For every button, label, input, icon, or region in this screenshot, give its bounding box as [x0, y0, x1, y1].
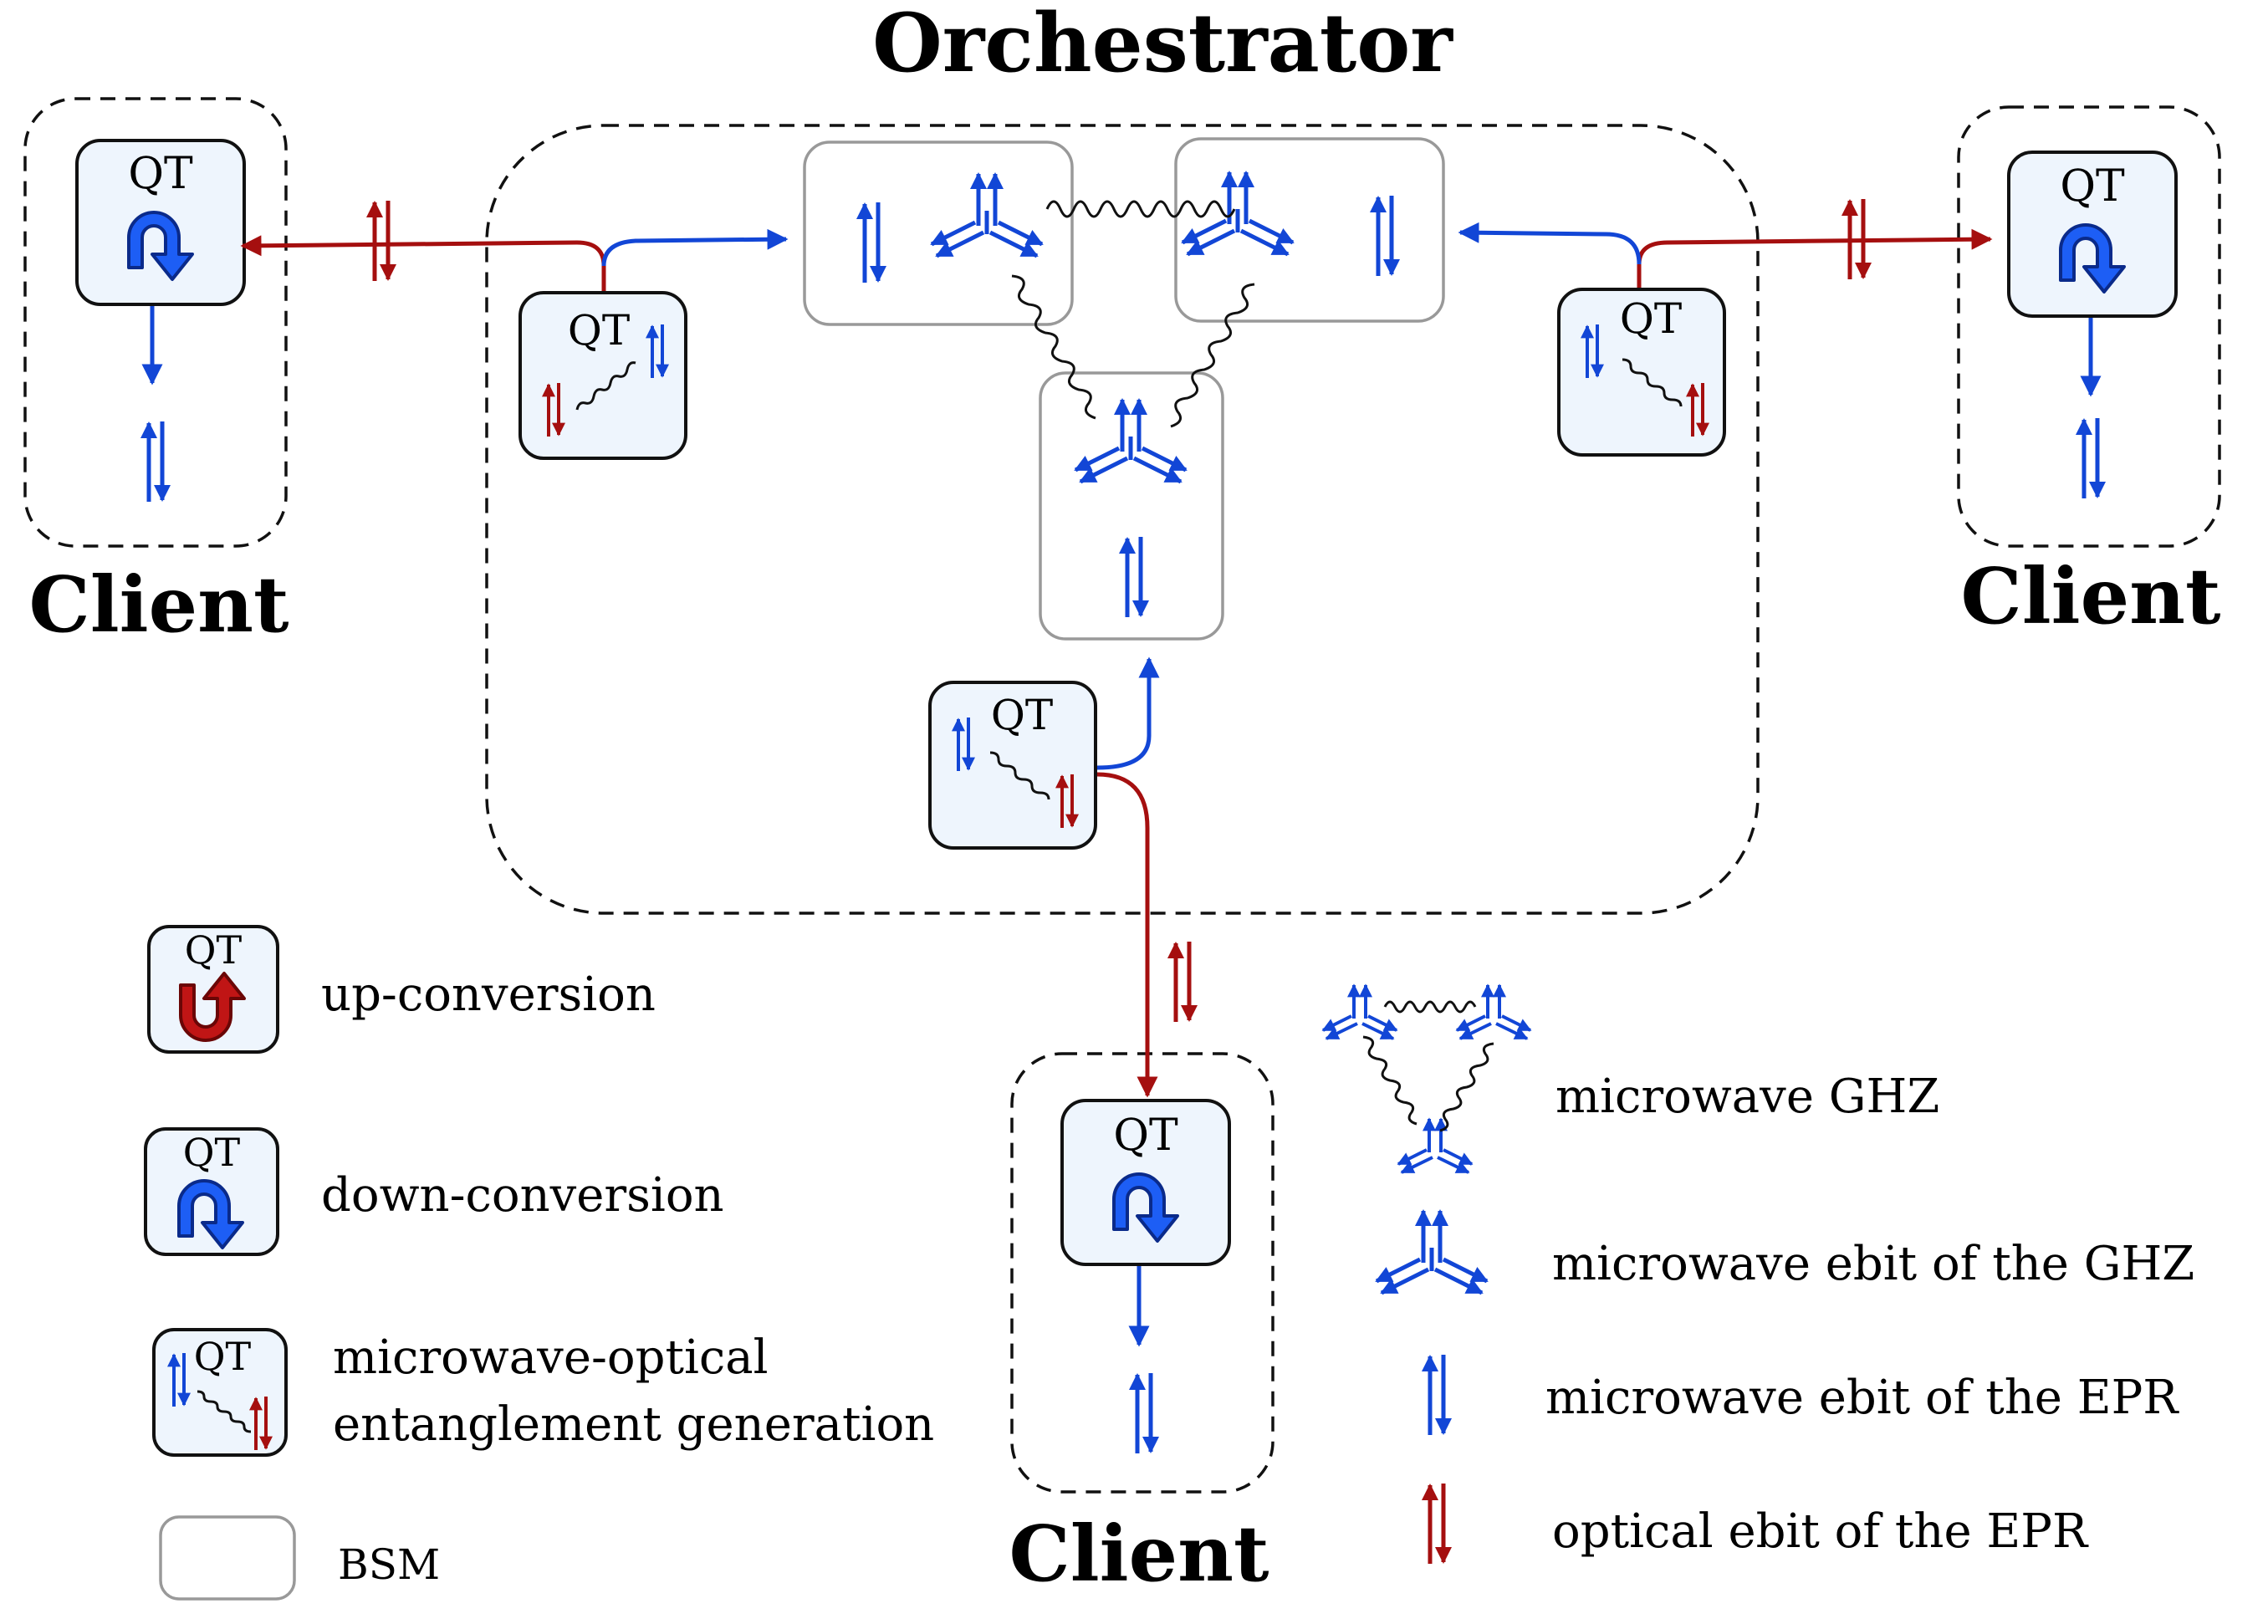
ghz-link-top — [1045, 200, 1236, 218]
legend-mw-ghz-text: microwave GHZ — [1555, 1070, 1939, 1124]
legend-opt-ebit-epr: optical ebit of the EPR — [1430, 1484, 2089, 1564]
bottom-client-qt-label: QT — [1113, 1111, 1178, 1161]
bsm-box-bottom — [1039, 371, 1224, 641]
client-right-label: Client — [1960, 551, 2221, 641]
optical-epr-bottom-icon — [1176, 942, 1189, 1022]
legend-mw-ghz: microwave GHZ — [1323, 985, 1939, 1172]
legend-opt-epr-icon — [1430, 1484, 1443, 1564]
optical-epr-left-icon — [375, 201, 388, 281]
legend-mw-ebit-epr-text: microwave ebit of the EPR — [1545, 1371, 2179, 1425]
legend-mo-gen-text-line2: entanglement generation — [333, 1397, 934, 1452]
left-client-qt-label: QT — [128, 149, 193, 199]
qt-gen-right: QT — [1557, 288, 1726, 457]
microwave-link-left — [601, 228, 789, 267]
legend-mo-gen-text-line1: microwave-optical — [333, 1330, 769, 1385]
bottom-client-epr-icon — [1137, 1373, 1151, 1453]
orchestrator-title: Orchestrator — [872, 0, 1453, 90]
legend-bsm-text: BSM — [338, 1540, 440, 1589]
legend-down-conversion: QT down-conversion — [144, 1127, 724, 1256]
client-right-region — [1957, 105, 2221, 548]
qt-gen-right-label: QT — [1620, 294, 1682, 343]
client-bottom-region — [1010, 1052, 1274, 1494]
qt-gen-bottom-label: QT — [991, 691, 1053, 739]
legend-up-conversion: QT up-conversion — [147, 925, 656, 1054]
qt-gen-bottom: QT — [928, 681, 1097, 850]
legend-down-conversion-text: down-conversion — [321, 1168, 724, 1223]
client-bottom-label: Client — [1009, 1509, 1269, 1599]
legend-mo-generation: QT microwave-optical entanglement genera… — [152, 1328, 934, 1457]
client-left-region — [23, 97, 288, 548]
legend-opt-ebit-epr-text: optical ebit of the EPR — [1552, 1504, 2089, 1559]
optical-link-left — [240, 235, 606, 291]
legend-ghz-ebit-icon — [1377, 1211, 1487, 1293]
legend-mw-ebit-epr: microwave ebit of the EPR — [1430, 1355, 2179, 1435]
microwave-link-right — [1458, 222, 1642, 265]
legend-mw-ebit-ghz-text: microwave ebit of the GHZ — [1552, 1237, 2194, 1291]
legend-down-qt-label: QT — [183, 1130, 241, 1175]
legend-mw-ebit-ghz: microwave ebit of the GHZ — [1377, 1211, 2194, 1293]
right-client-qt-label: QT — [2060, 161, 2125, 212]
qt-gen-left: QT — [518, 291, 687, 460]
legend-mw-epr-icon — [1430, 1355, 1443, 1435]
left-client-epr-icon — [149, 421, 162, 502]
bsm-box-right — [1174, 137, 1445, 323]
ghz-link-left — [1011, 274, 1096, 420]
legend-bsm: BSM — [159, 1515, 440, 1601]
right-client-epr-icon — [2084, 418, 2097, 498]
bsm-box-left — [803, 140, 1074, 326]
legend-gen-qt-label: QT — [194, 1334, 252, 1379]
optical-link-right — [1637, 228, 1993, 288]
legend-up-conversion-text: up-conversion — [321, 968, 656, 1022]
legend-up-qt-label: QT — [185, 927, 243, 973]
client-left-label: Client — [28, 559, 289, 650]
optical-link-bottom — [1096, 772, 1158, 1098]
microwave-link-bottom — [1096, 656, 1160, 770]
ghz-link-right — [1170, 283, 1255, 428]
qt-gen-left-label: QT — [568, 306, 630, 355]
